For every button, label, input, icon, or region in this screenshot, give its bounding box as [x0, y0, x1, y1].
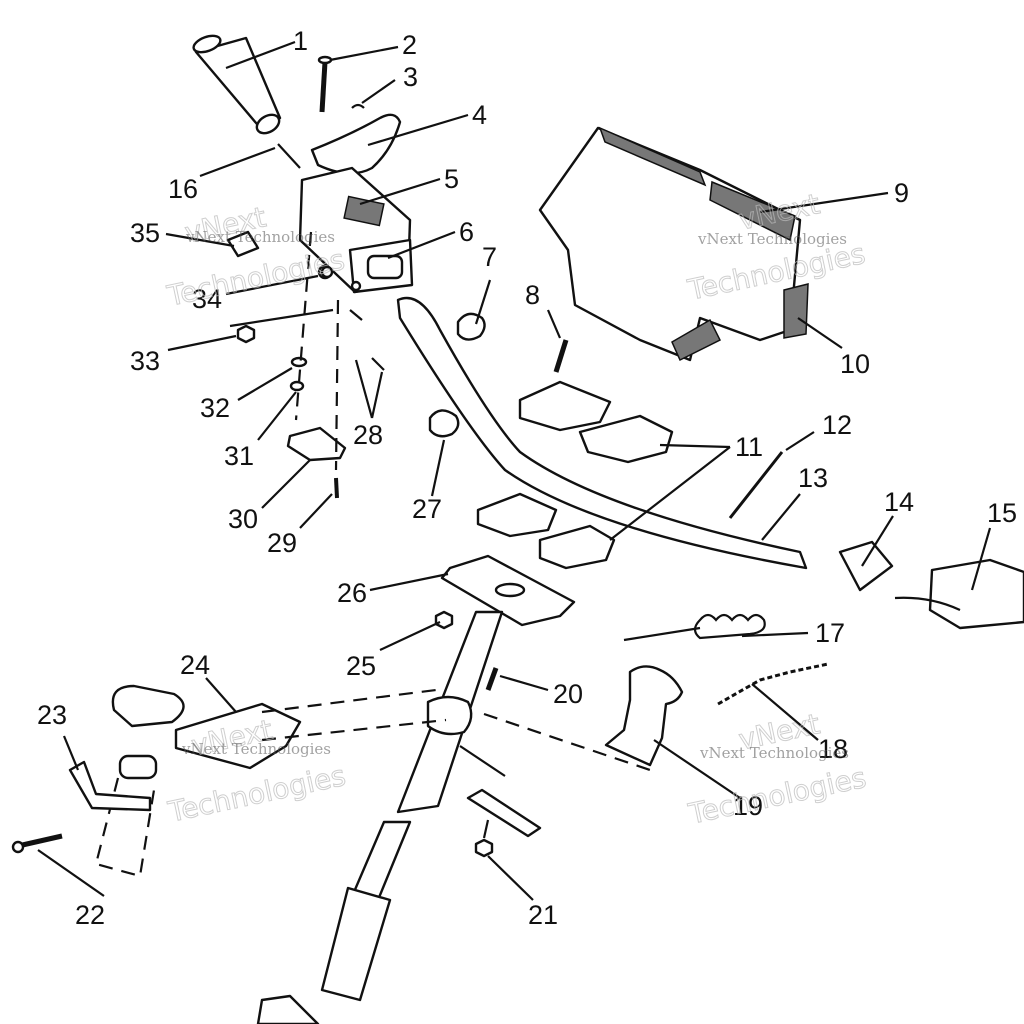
part-screw-29: [334, 477, 339, 499]
part-throttle-lever: [838, 540, 894, 592]
callout-19: 19: [733, 791, 763, 821]
callouts: 1 2 3 4 5 6 7 8 9 10 11 12 13 14 15 16 1…: [37, 26, 1017, 930]
callout-18: 18: [818, 734, 848, 764]
callout-2: 2: [402, 30, 417, 60]
part-screw-28b: [371, 357, 385, 371]
callout-23: 23: [37, 700, 67, 730]
part-handlebar: [396, 296, 808, 570]
part-wire-harness: [717, 662, 829, 706]
callout-16: 16: [168, 174, 198, 204]
watermark-large-text: Technologies: [164, 243, 348, 313]
callout-5: 5: [444, 164, 459, 194]
callout-13: 13: [798, 463, 828, 493]
part-throttle-housing: [928, 558, 1024, 630]
part-clip: [351, 103, 365, 109]
watermark-small-text: vNext Technologies: [699, 744, 849, 762]
callout-32: 32: [200, 393, 230, 423]
watermark-large-text: Technologies: [165, 759, 349, 829]
callout-6: 6: [459, 217, 474, 247]
part-brake-lever: [310, 113, 402, 175]
watermark-bottom-right: Technologies vNext: [685, 707, 870, 831]
watermark-large-text: Technologies: [685, 761, 869, 831]
part-control-housing: [298, 166, 414, 294]
part-pin: [317, 55, 333, 113]
callout-35: 35: [130, 218, 160, 248]
watermark-small-text: vNext Technologies: [185, 228, 335, 246]
callout-15: 15: [987, 498, 1017, 528]
part-bolt-8: [553, 339, 569, 373]
callout-24: 24: [180, 650, 210, 680]
callout-14: 14: [884, 487, 914, 517]
part-bar-clamps: [476, 380, 674, 570]
callout-26: 26: [337, 578, 367, 608]
callout-22: 22: [75, 900, 105, 930]
part-bolt-20: [485, 667, 499, 691]
part-nut-33: [236, 324, 256, 344]
callout-11: 11: [735, 432, 763, 462]
part-heater-wire: [623, 626, 701, 642]
callout-21: 21: [528, 900, 558, 930]
part-washer-34: [320, 265, 334, 279]
callout-25: 25: [346, 651, 376, 681]
parts-layer: [11, 34, 1024, 1024]
part-clamp-7: [456, 312, 486, 341]
part-support-bracket: [174, 702, 302, 770]
callout-10: 10: [840, 349, 870, 379]
callout-1: 1: [293, 26, 308, 56]
callout-12: 12: [822, 410, 852, 440]
part-throttle-cable: [894, 596, 961, 611]
watermark-small-text: vNext Technologies: [181, 740, 331, 758]
leader-lines: [37, 40, 992, 901]
part-nut-25: [434, 610, 454, 630]
part-heater-coil: [693, 613, 766, 640]
callout-30: 30: [228, 504, 258, 534]
assembly-lines: [229, 231, 651, 839]
callout-4: 4: [472, 100, 487, 130]
part-washer-32: [290, 356, 308, 368]
callout-29: 29: [267, 528, 297, 558]
callout-7: 7: [482, 242, 497, 272]
part-steering-post: [256, 610, 504, 1024]
callout-28: 28: [353, 420, 383, 450]
part-cup-holder: [11, 684, 185, 878]
part-nut-21: [474, 838, 494, 858]
callout-17: 17: [815, 618, 845, 648]
callout-3: 3: [403, 62, 418, 92]
part-clamp-27: [428, 409, 460, 438]
part-plate: [286, 426, 347, 462]
callout-31: 31: [224, 441, 254, 471]
callout-27: 27: [412, 494, 442, 524]
part-switch: [226, 230, 260, 258]
callout-33: 33: [130, 346, 160, 376]
callout-34: 34: [192, 284, 222, 314]
part-cowl: [538, 126, 809, 362]
part-lockwasher-31: [289, 380, 305, 392]
part-cable-tie: [728, 451, 784, 519]
callout-9: 9: [894, 178, 909, 208]
part-screw-28a: [349, 309, 363, 321]
callout-8: 8: [525, 280, 540, 310]
part-spacer: [466, 788, 542, 838]
callout-20: 20: [553, 679, 583, 709]
part-hand-grip: [192, 34, 282, 135]
part-bracket: [604, 665, 684, 767]
watermark-small-text: vNext Technologies: [697, 230, 847, 248]
